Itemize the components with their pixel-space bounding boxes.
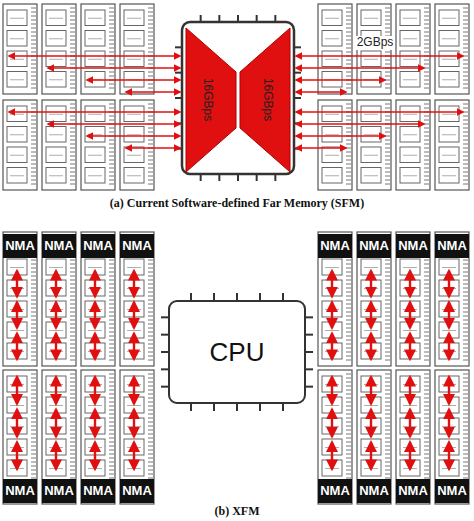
dimm — [120, 232, 154, 366]
dimm — [42, 232, 76, 366]
nma-label: NMA — [44, 239, 74, 253]
dimm — [81, 370, 115, 504]
nma-unit: NMA — [357, 479, 391, 503]
cpu-label: CPU — [210, 338, 265, 367]
nma-label: NMA — [5, 239, 35, 253]
dimm — [120, 370, 154, 504]
nma-label: NMA — [359, 484, 389, 498]
dimm-modules — [3, 4, 469, 504]
nma-label: NMA — [320, 239, 350, 253]
dimm — [396, 232, 430, 366]
chip-pins — [161, 15, 313, 411]
nma-label: NMA — [5, 484, 35, 498]
nma-unit: NMA — [396, 234, 430, 258]
nma-label: NMA — [122, 239, 152, 253]
nma-label: NMA — [83, 239, 113, 253]
nma-unit: NMA — [120, 479, 154, 503]
nma-label: NMA — [122, 484, 152, 498]
dimm — [42, 370, 76, 504]
dimm — [435, 4, 469, 94]
cpu-chip — [182, 22, 294, 174]
nma-unit: NMA — [357, 234, 391, 258]
dimm — [3, 370, 37, 504]
nma-unit: NMA — [318, 234, 352, 258]
nma-unit: NMA — [318, 479, 352, 503]
dimm — [357, 100, 391, 190]
dimm — [396, 4, 430, 94]
nma-unit: NMA — [81, 479, 115, 503]
dimm — [81, 100, 115, 190]
nma-unit: NMA — [435, 234, 469, 258]
dimm — [42, 100, 76, 190]
nma-label: NMA — [398, 484, 428, 498]
dimm — [318, 100, 352, 190]
bandwidth-label: 2GBps — [355, 36, 396, 49]
dimm — [42, 4, 76, 94]
nma-label: NMA — [359, 239, 389, 253]
subfigure-caption: (b) XFM — [215, 505, 260, 518]
bandwidth-label: 16GBps — [201, 78, 214, 121]
nma-unit: NMA — [3, 479, 37, 503]
bandwidth-arrows — [186, 28, 290, 172]
nma-unit: NMA — [3, 234, 37, 258]
nma-label: NMA — [437, 239, 467, 253]
nma-label: NMA — [437, 484, 467, 498]
cpu-box: CPU — [168, 300, 306, 404]
dimm — [435, 100, 469, 190]
dimm — [396, 100, 430, 190]
dimm — [357, 232, 391, 366]
dimm — [3, 232, 37, 366]
subfigure-caption: (a) Current Software-defined Far Memory … — [110, 197, 364, 210]
dimm — [396, 370, 430, 504]
nma-unit: NMA — [42, 234, 76, 258]
bandwidth-label: 16GBps — [261, 78, 274, 121]
nma-unit: NMA — [120, 234, 154, 258]
nma-label: NMA — [83, 484, 113, 498]
nma-unit: NMA — [396, 479, 430, 503]
nma-label: NMA — [398, 239, 428, 253]
dimm — [435, 370, 469, 504]
dimm — [120, 100, 154, 190]
dimm — [435, 232, 469, 366]
nma-unit: NMA — [81, 234, 115, 258]
dimm — [3, 100, 37, 190]
dimm — [3, 4, 37, 94]
memory-traffic-lines — [9, 56, 463, 469]
dimm — [318, 232, 352, 366]
dimm — [81, 232, 115, 366]
nma-unit: NMA — [42, 479, 76, 503]
nma-label: NMA — [320, 484, 350, 498]
nma-label: NMA — [44, 484, 74, 498]
nma-unit: NMA — [435, 479, 469, 503]
dimm — [318, 370, 352, 504]
dimm — [357, 370, 391, 504]
